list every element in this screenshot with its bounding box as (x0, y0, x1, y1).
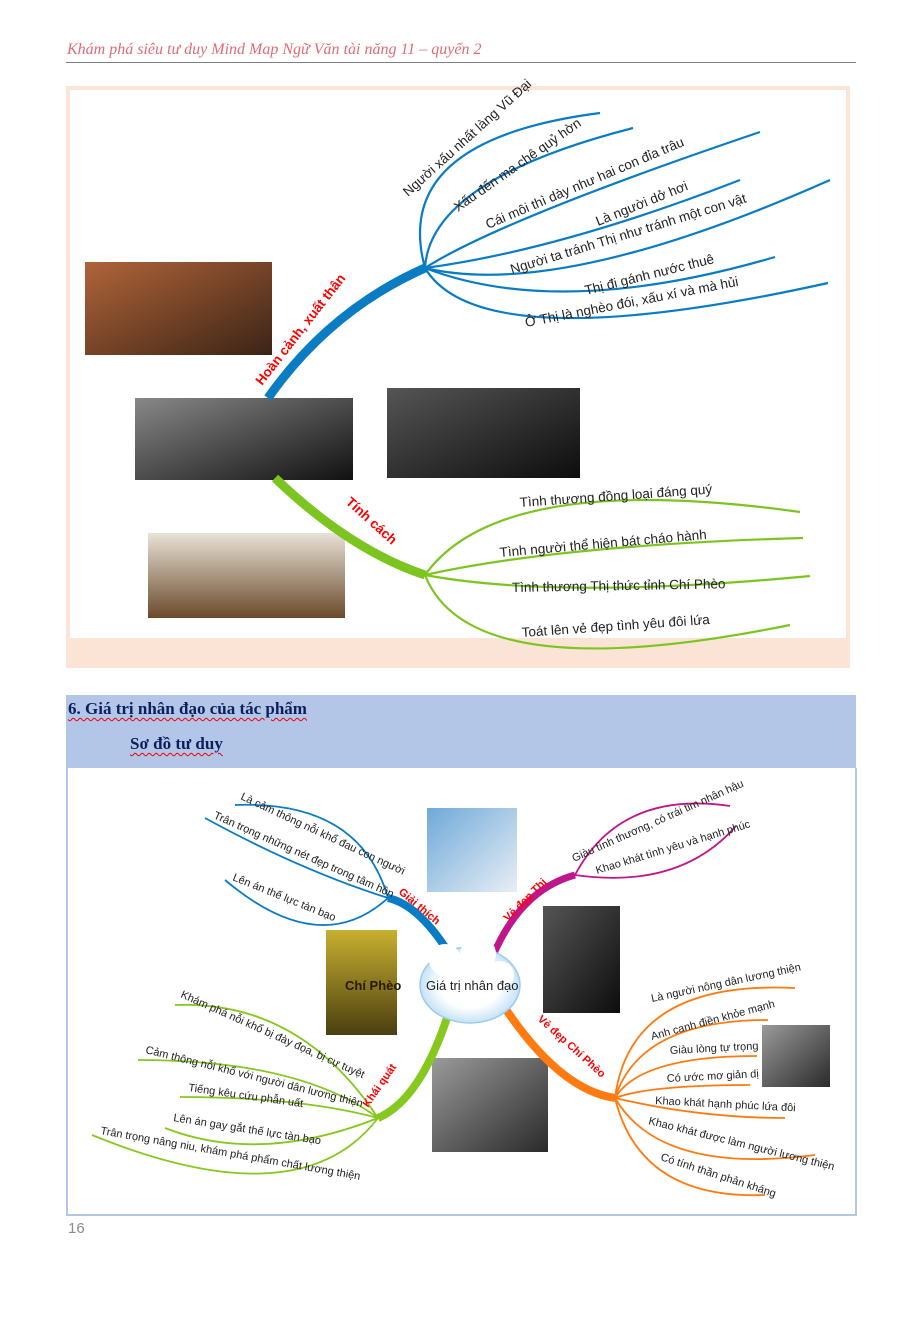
image-film-still (762, 1025, 830, 1087)
poster-title: Chí Phèo (345, 978, 401, 993)
branch-line (423, 126, 634, 269)
trunk-personality (271, 474, 427, 580)
branch-line (423, 574, 791, 650)
leaf-text: Tình người thể hiện bát cháo hành (499, 527, 707, 560)
header-rule (66, 62, 856, 63)
trunk-beauty-thi (488, 871, 576, 960)
trunk-overview (376, 1013, 452, 1122)
branch-line (424, 536, 804, 577)
branch-line (424, 498, 801, 576)
page-number: 16 (68, 1220, 85, 1237)
image-thi-no-portrait (135, 398, 353, 480)
image-couple-scene (543, 906, 620, 1013)
leaf-text: Tình thương đồng loại đáng quý (519, 482, 713, 510)
leaf-text: Giàu lòng tự trọng (670, 1040, 759, 1057)
branch-line (424, 178, 741, 270)
branch-background (264, 111, 831, 401)
leaf-text: Toát lên vẻ đẹp tình yêu đôi lứa (521, 612, 710, 640)
leaf-text: Là người nông dân lương thiện (650, 961, 802, 1004)
leaf-text: Trân trọng nâng niu, khám phá phẩm chất … (99, 1125, 361, 1183)
image-village-collage (432, 1058, 548, 1152)
image-clay-figures (85, 262, 272, 355)
trunk-background (264, 263, 427, 401)
image-onion-porridge (148, 533, 345, 618)
image-film-scene (387, 388, 580, 478)
section-band (66, 695, 856, 769)
branch-personality (271, 474, 811, 650)
branch-line (424, 178, 831, 276)
branch-label-overview: Khái quát (361, 1062, 400, 1110)
branch-line (419, 111, 601, 269)
center-topic: Giá trị nhân đạo (426, 978, 519, 993)
branch-line (424, 573, 811, 589)
branch-line (424, 130, 761, 269)
leaf-text: Tình thương Thị thức tỉnh Chí Phèo (512, 576, 726, 595)
trunk-beauty-chi-pheo (501, 1005, 616, 1102)
running-header: Khám phá siêu tư duy Mind Map Ngữ Văn tà… (67, 41, 482, 58)
leaf-text: Khao khát hạnh phúc lứa đôi (655, 1095, 796, 1114)
leaf-text: Người xấu nhất làng Vũ Đại (400, 76, 534, 199)
image-hands-earth (427, 808, 517, 892)
center-cloud: Giá trị nhân đạo (419, 936, 521, 1024)
section-subtitle: Sơ đồ tư duy (130, 734, 223, 753)
leaf-text: Có ước mơ giản dị (667, 1068, 760, 1085)
branch-line (424, 255, 776, 293)
branch-line (424, 267, 829, 320)
section-title: 6. Giá trị nhân đạo của tác phẩm (68, 699, 307, 718)
image-chi-pheo-poster: Chí Phèo (326, 930, 401, 1035)
